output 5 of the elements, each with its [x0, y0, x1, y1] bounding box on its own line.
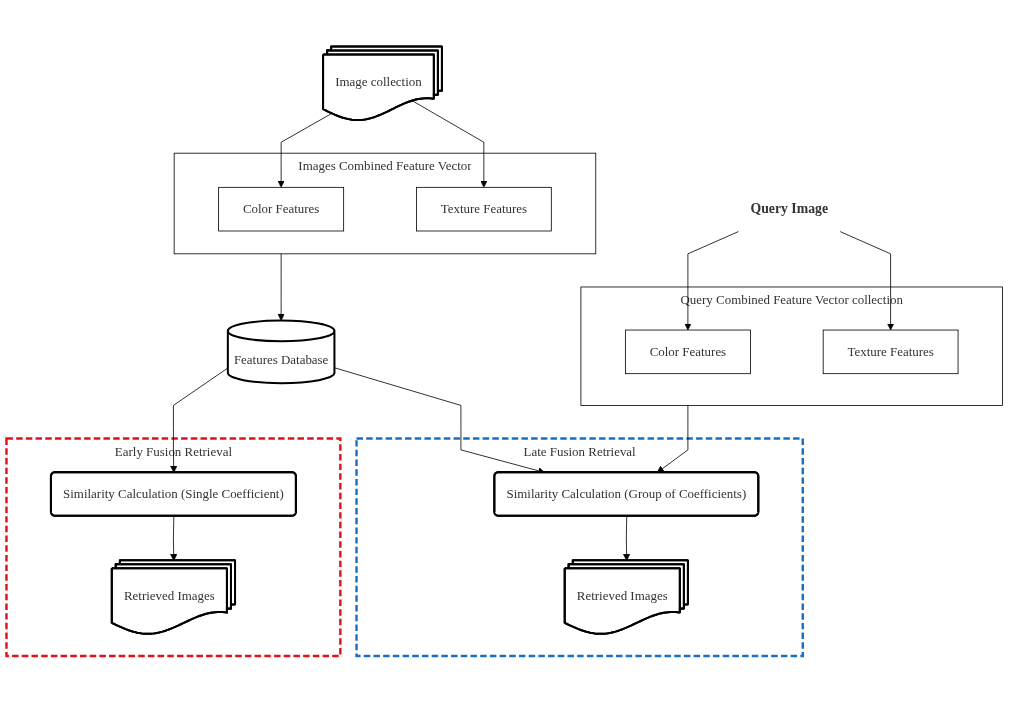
node-box: Color Features	[218, 186, 345, 232]
node-box: Texture Features	[822, 329, 959, 374]
node-box: Texture Features	[416, 186, 552, 232]
node-text: Query Image	[750, 201, 828, 217]
node-box: Color Features	[624, 329, 751, 374]
